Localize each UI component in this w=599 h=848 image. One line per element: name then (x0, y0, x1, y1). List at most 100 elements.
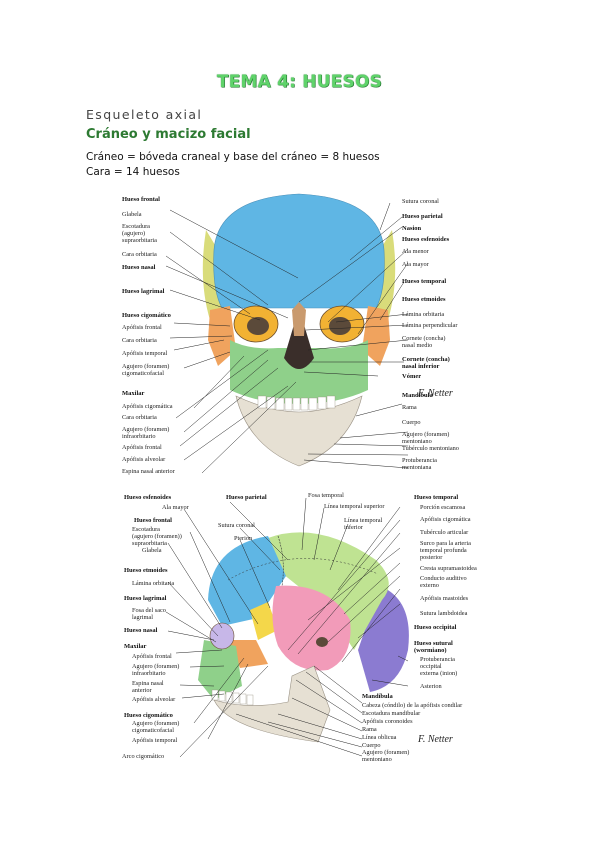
figure2-left-label: Hueso cigomático (124, 712, 173, 719)
figure2-left-label: Escotadura (132, 526, 160, 533)
figure1-right-label: Ala mayor (402, 261, 430, 268)
figure2-right-label: Surco para la arteria (420, 540, 471, 547)
figure2-right-label: externa (inion) (420, 670, 457, 677)
figure2-right-label: Apófisis coronoides (362, 718, 413, 725)
figure2-left-label: Apófisis frontal (132, 653, 172, 660)
figure1-left-label: Apófisis frontal (122, 324, 162, 331)
figure1-right-label: Cuerpo (402, 419, 421, 426)
figure2-left-label: anterior (132, 687, 152, 694)
figure1-left-label: Agujero (foramen) (122, 363, 169, 370)
figure2-right-label: Línea oblicua (362, 734, 397, 741)
figure1-right-label: Hueso temporal (402, 278, 446, 285)
figure1-left-label: Espina nasal anterior (122, 468, 176, 475)
page-title: TEMA 4: HUESOS (216, 72, 383, 92)
figure1-right-label: mentoniana (402, 464, 432, 471)
figure2-top-label: inferior (344, 524, 364, 531)
figure1-left-label: (agujero) (122, 230, 145, 237)
figure1-left-labels: Hueso frontalGlabelaEscotadura(agujero)s… (122, 196, 176, 475)
figure2-left-label: Espina nasal (132, 680, 164, 687)
figure2-right-label: posterior (420, 554, 443, 561)
skull-anterior-illustration (202, 193, 396, 467)
figure2-right-label: Apófisis mastoides (420, 595, 469, 602)
netter-signature-2: F. Netter (417, 734, 453, 745)
figure1-left-label: Cara orbitaria (122, 251, 157, 258)
figure1-left-label: Escotadura (122, 223, 150, 230)
figure1-left-label: Apófisis frontal (122, 444, 162, 451)
figure2-left-label: Hueso etmoides (124, 567, 168, 574)
figure1-right-label: Protuberancia (402, 457, 437, 464)
figure2-top-label: Línea temporal (344, 517, 383, 524)
figure2-left-label: Apófisis alveolar (132, 696, 176, 703)
figure2-left-label: Hueso nasal (124, 627, 158, 634)
figure2-left-label: Lámina orbitaria (132, 580, 174, 587)
figure2-left-label: Ala mayor (162, 504, 190, 511)
figure2-right-label: Conducto auditivo (420, 575, 467, 582)
figure2-left-label: Hueso frontal (134, 517, 172, 524)
figure2-right-label: Mandíbula (362, 693, 393, 700)
figure2-right-label: Hueso temporal (414, 494, 458, 501)
figure1-left-label: Apófisis alveolar (122, 456, 166, 463)
figure1-right-label: Sutura coronal (402, 198, 439, 205)
figure2-right-label: Apófisis cigomática (420, 516, 471, 523)
section-heading: Esqueleto axial (86, 107, 203, 122)
figure1-left-label: Cara orbitaria (122, 337, 157, 344)
paragraph-craneo: Cráneo = bóveda craneal y base del cráne… (86, 151, 380, 163)
figure1-right-label: Lámina perpendicular (402, 322, 458, 329)
figure2-right-label: (wormiano) (414, 647, 447, 654)
figure2-top-label: Pterion (234, 535, 253, 542)
figure2-top-label: Hueso parietal (226, 494, 267, 501)
figure1-right-label: Hueso etmoides (402, 296, 446, 303)
figure2-right-label: Cabeza (cóndilo) de la apófisis condilar (362, 702, 463, 709)
figure1-right-label: Rama (402, 404, 417, 411)
figure2-left-label: Maxilar (124, 643, 146, 650)
figure2-left-label: infraorbitario (132, 670, 166, 677)
figure2-right-label: Hueso occipital (414, 624, 457, 631)
figure2-right-label: Protuberancia (420, 656, 455, 663)
figure1-right-label: Cornete (concha) (402, 335, 446, 342)
figure2-right-label: externo (420, 582, 439, 589)
figure2-right-label: temporal profunda (420, 547, 467, 554)
figure1-right-label: Lámina orbitaria (402, 311, 444, 318)
figure1-left-label: Maxilar (122, 390, 144, 397)
figure1-left-label: Hueso cigomático (122, 312, 171, 319)
figure2-left-label: Glabela (142, 547, 162, 554)
figure1-left-label: Hueso frontal (122, 196, 160, 203)
figure1-right-label: Ala menor (402, 248, 430, 255)
figure2-right-label: Escotadura mandibular (362, 710, 421, 717)
figure2-left-label: Agujero (foramen) (132, 663, 179, 670)
figure2-left-label: Fosa del saco (132, 607, 166, 614)
figure1-right-label: Cornete (concha) (402, 356, 450, 363)
figure1-right-label: nasal inferior (402, 363, 439, 370)
figure1-right-label: Hueso esfenoides (402, 236, 450, 243)
figure1-left-label: Apófisis cigomática (122, 403, 173, 410)
figure1-right-label: mentoniano (402, 438, 432, 445)
figure2-right-label: Hueso sutural (414, 640, 453, 647)
figure2-right-label: Rama (362, 726, 377, 733)
figure1-left-label: infraorbitario (122, 433, 156, 440)
figure1-left-label: cigomaticofacial (122, 370, 164, 377)
figure1-left-label: supraorbitaria (122, 237, 157, 244)
figure2-top-label: Sutura coronal (218, 522, 255, 529)
figure2-top-label: Fosa temporal (308, 492, 344, 499)
figure1-left-label: Hueso nasal (122, 264, 156, 271)
figure2-left-label: Hueso esfenoides (124, 494, 172, 501)
figure1-left-label: Agujero (foramen) (122, 426, 169, 433)
figure2-right-label: Porción escamosa (420, 504, 465, 511)
figure1-right-label: Nasion (402, 225, 422, 232)
figure2-right-label: Agujero (foramen) (362, 749, 409, 756)
paragraph-cara: Cara = 14 huesos (86, 166, 180, 178)
figure1-left-label: Hueso lagrimal (122, 288, 165, 295)
subsection-heading: Cráneo y macizo facial (86, 127, 251, 142)
figure1-left-label: Apófisis temporal (122, 350, 168, 357)
figure2-right-label: Sutura lambdoidea (420, 610, 468, 617)
figure2-left-label: cigomaticofacial (132, 727, 174, 734)
figure2-right-label: Cresta supramastoidea (420, 565, 477, 572)
figure2-left-label: Hueso lagrimal (124, 595, 167, 602)
figure2-top-label: Línea temporal superior (324, 503, 385, 510)
